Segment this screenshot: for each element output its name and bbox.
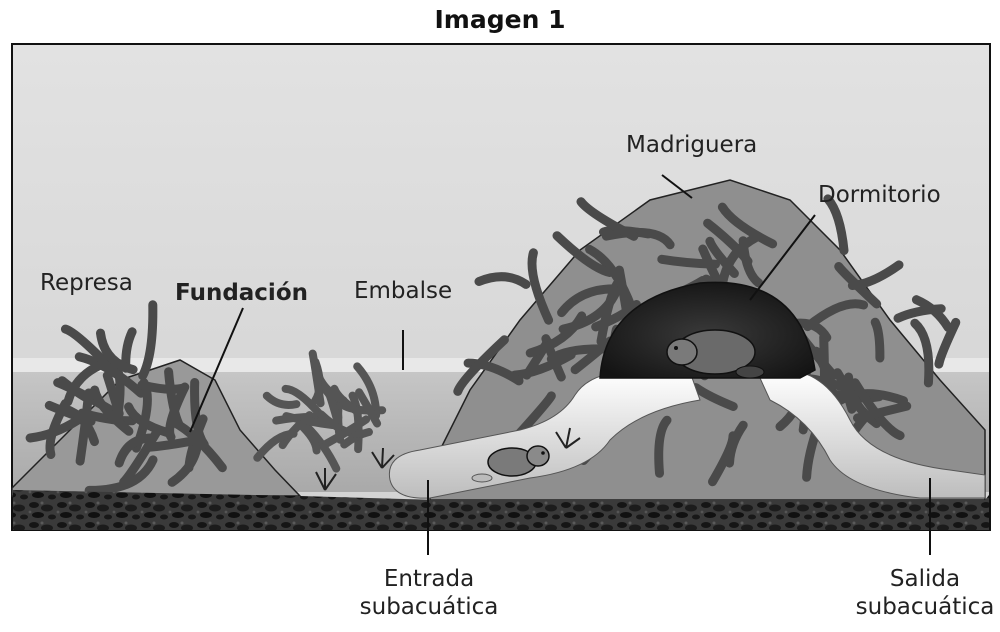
label-salida: Salida subacuática [850, 566, 1000, 621]
label-fundacion: Fundación [175, 280, 308, 308]
label-dormitorio: Dormitorio [818, 182, 941, 210]
label-entrada: Entrada subacuática [344, 566, 514, 621]
label-represa: Represa [40, 270, 133, 298]
label-entrada-line2: subacuática [344, 594, 514, 622]
label-madriguera: Madriguera [626, 132, 757, 160]
label-embalse: Embalse [354, 278, 452, 306]
stick [875, 322, 880, 358]
label-salida-line1: Salida [850, 566, 1000, 594]
label-entrada-line1: Entrada [344, 566, 514, 594]
label-salida-line2: subacuática [850, 594, 1000, 622]
